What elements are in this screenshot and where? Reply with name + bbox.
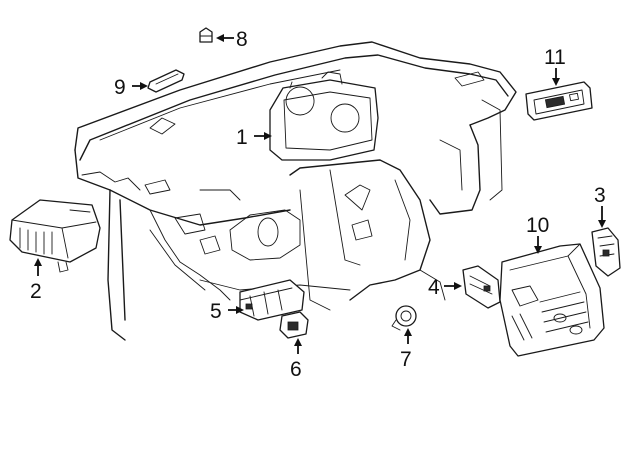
callout-11: 11 [544,46,566,69]
callout-labels: 1 2 3 4 5 6 7 8 9 10 11 [30,28,606,381]
display-module [525,81,593,121]
solar-sensor [147,69,185,93]
instrument-cluster [269,71,379,161]
callout-4: 4 [428,276,440,299]
callout-10: 10 [526,214,549,237]
ignition-switch [391,305,417,331]
callout-7: 7 [400,348,412,371]
switch-assembly-right [591,227,621,277]
switch-assembly-center [462,265,501,309]
callout-6: 6 [290,358,302,381]
control-module [9,199,101,273]
radio-head-unit [499,243,605,357]
small-switch [279,311,309,339]
callout-2: 2 [30,280,42,303]
callout-9: 9 [114,76,126,99]
instrument-panel [74,41,517,341]
leader-lines [34,34,606,354]
sensor [199,27,213,43]
callout-8: 8 [236,28,248,51]
callout-3: 3 [594,184,606,207]
callout-1: 1 [236,126,248,149]
callout-5: 5 [210,300,222,323]
